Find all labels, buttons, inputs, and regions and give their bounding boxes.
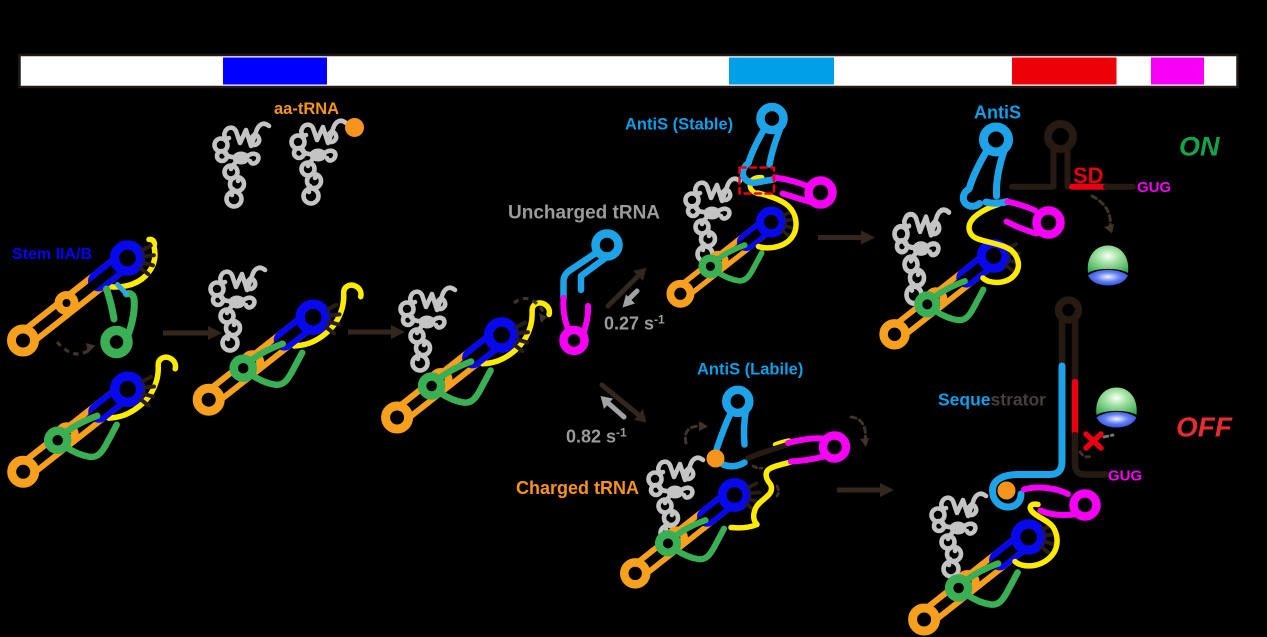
svg-text:GUG: GUG [1137, 179, 1171, 196]
svg-text:aa-tRNA: aa-tRNA [274, 100, 339, 118]
svg-text:Sequestrator: Sequestrator [938, 390, 1046, 410]
svg-text:SD: SD [1073, 163, 1104, 188]
svg-text:Uncharged tRNA: Uncharged tRNA [508, 203, 660, 224]
svg-text:GUG: GUG [1108, 468, 1142, 485]
svg-text:0.27 s-1: 0.27 s-1 [604, 313, 665, 334]
svg-text:AntiS (Labile): AntiS (Labile) [697, 361, 803, 379]
svg-text:OFF: OFF [1176, 412, 1233, 443]
svg-text:AntiS: AntiS [974, 103, 1021, 123]
svg-text:0.82 s-1: 0.82 s-1 [566, 426, 627, 447]
svg-text:ON: ON [1179, 132, 1220, 162]
svg-text:AntiS (Stable): AntiS (Stable) [625, 116, 733, 134]
svg-text:Charged tRNA: Charged tRNA [516, 478, 639, 498]
svg-text:Stem IIA/B: Stem IIA/B [12, 246, 92, 263]
